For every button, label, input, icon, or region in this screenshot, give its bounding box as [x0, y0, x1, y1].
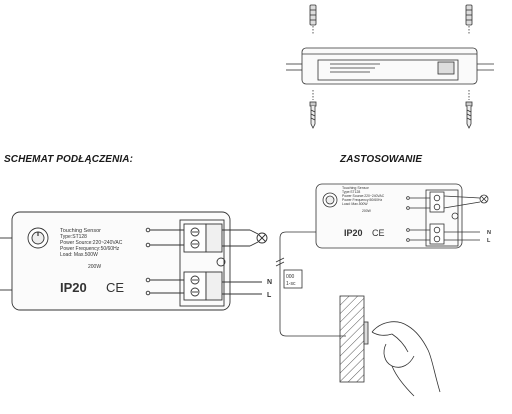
- terminal-n-label: N: [267, 279, 272, 286]
- app-ip-rating: IP20: [344, 228, 363, 238]
- app-device-title: Touching Sensor: [342, 186, 370, 190]
- ip-rating: IP20: [60, 280, 87, 295]
- app-device-load: Load: Max.500W: [342, 202, 368, 206]
- installed-sensor: [315, 183, 463, 249]
- device-title: Touching Sensor: [60, 228, 101, 234]
- mounted-device: [286, 47, 494, 85]
- screw-bottom-left: [309, 90, 317, 129]
- ce-mark: CE: [106, 280, 124, 295]
- app-device-wattage: 200W: [362, 209, 372, 213]
- app-device-power-frequency: Power Frequency:50/60Hz: [342, 198, 382, 202]
- mounting-illustration: [286, 4, 494, 129]
- terminal-l-label: L: [267, 292, 272, 299]
- app-device-power-source: Power Source:220~240VAC: [342, 194, 385, 198]
- application-heading: ZASTOSOWANIE: [340, 154, 423, 165]
- box-label-line1: 000: [286, 274, 295, 280]
- device-wattage: 200W: [88, 264, 101, 270]
- device-load: Load: Max.500W: [60, 252, 98, 258]
- wiring-schematic: Touching Sensor Type:ST128 Power Source:…: [0, 211, 272, 311]
- wall: [339, 295, 365, 383]
- app-ce-mark: CE: [372, 228, 385, 238]
- application-illustration: Touching Sensor Type:ST128 Power Source:…: [275, 183, 491, 397]
- hand-sketch: [371, 321, 441, 393]
- screw-bottom-right: [465, 90, 473, 129]
- device-power-frequency: Power Frequency:50/60Hz: [60, 246, 120, 252]
- box-label-line2: 1-sc: [286, 281, 296, 287]
- device-type: Type:ST128: [60, 234, 87, 240]
- device-power-source: Power Source:220~240VAC: [60, 240, 123, 246]
- app-device-type: Type:ST128: [342, 190, 360, 194]
- sensor-body: [11, 211, 231, 311]
- app-terminal-l-label: L: [487, 238, 491, 244]
- wall-plug-top-left: [309, 4, 317, 34]
- app-terminal-n-label: N: [487, 230, 491, 236]
- wiring-heading: SCHEMAT PODŁĄCZENIA:: [4, 154, 134, 165]
- wall-plug-top-right: [465, 4, 473, 34]
- touch-plate-box: [283, 269, 303, 289]
